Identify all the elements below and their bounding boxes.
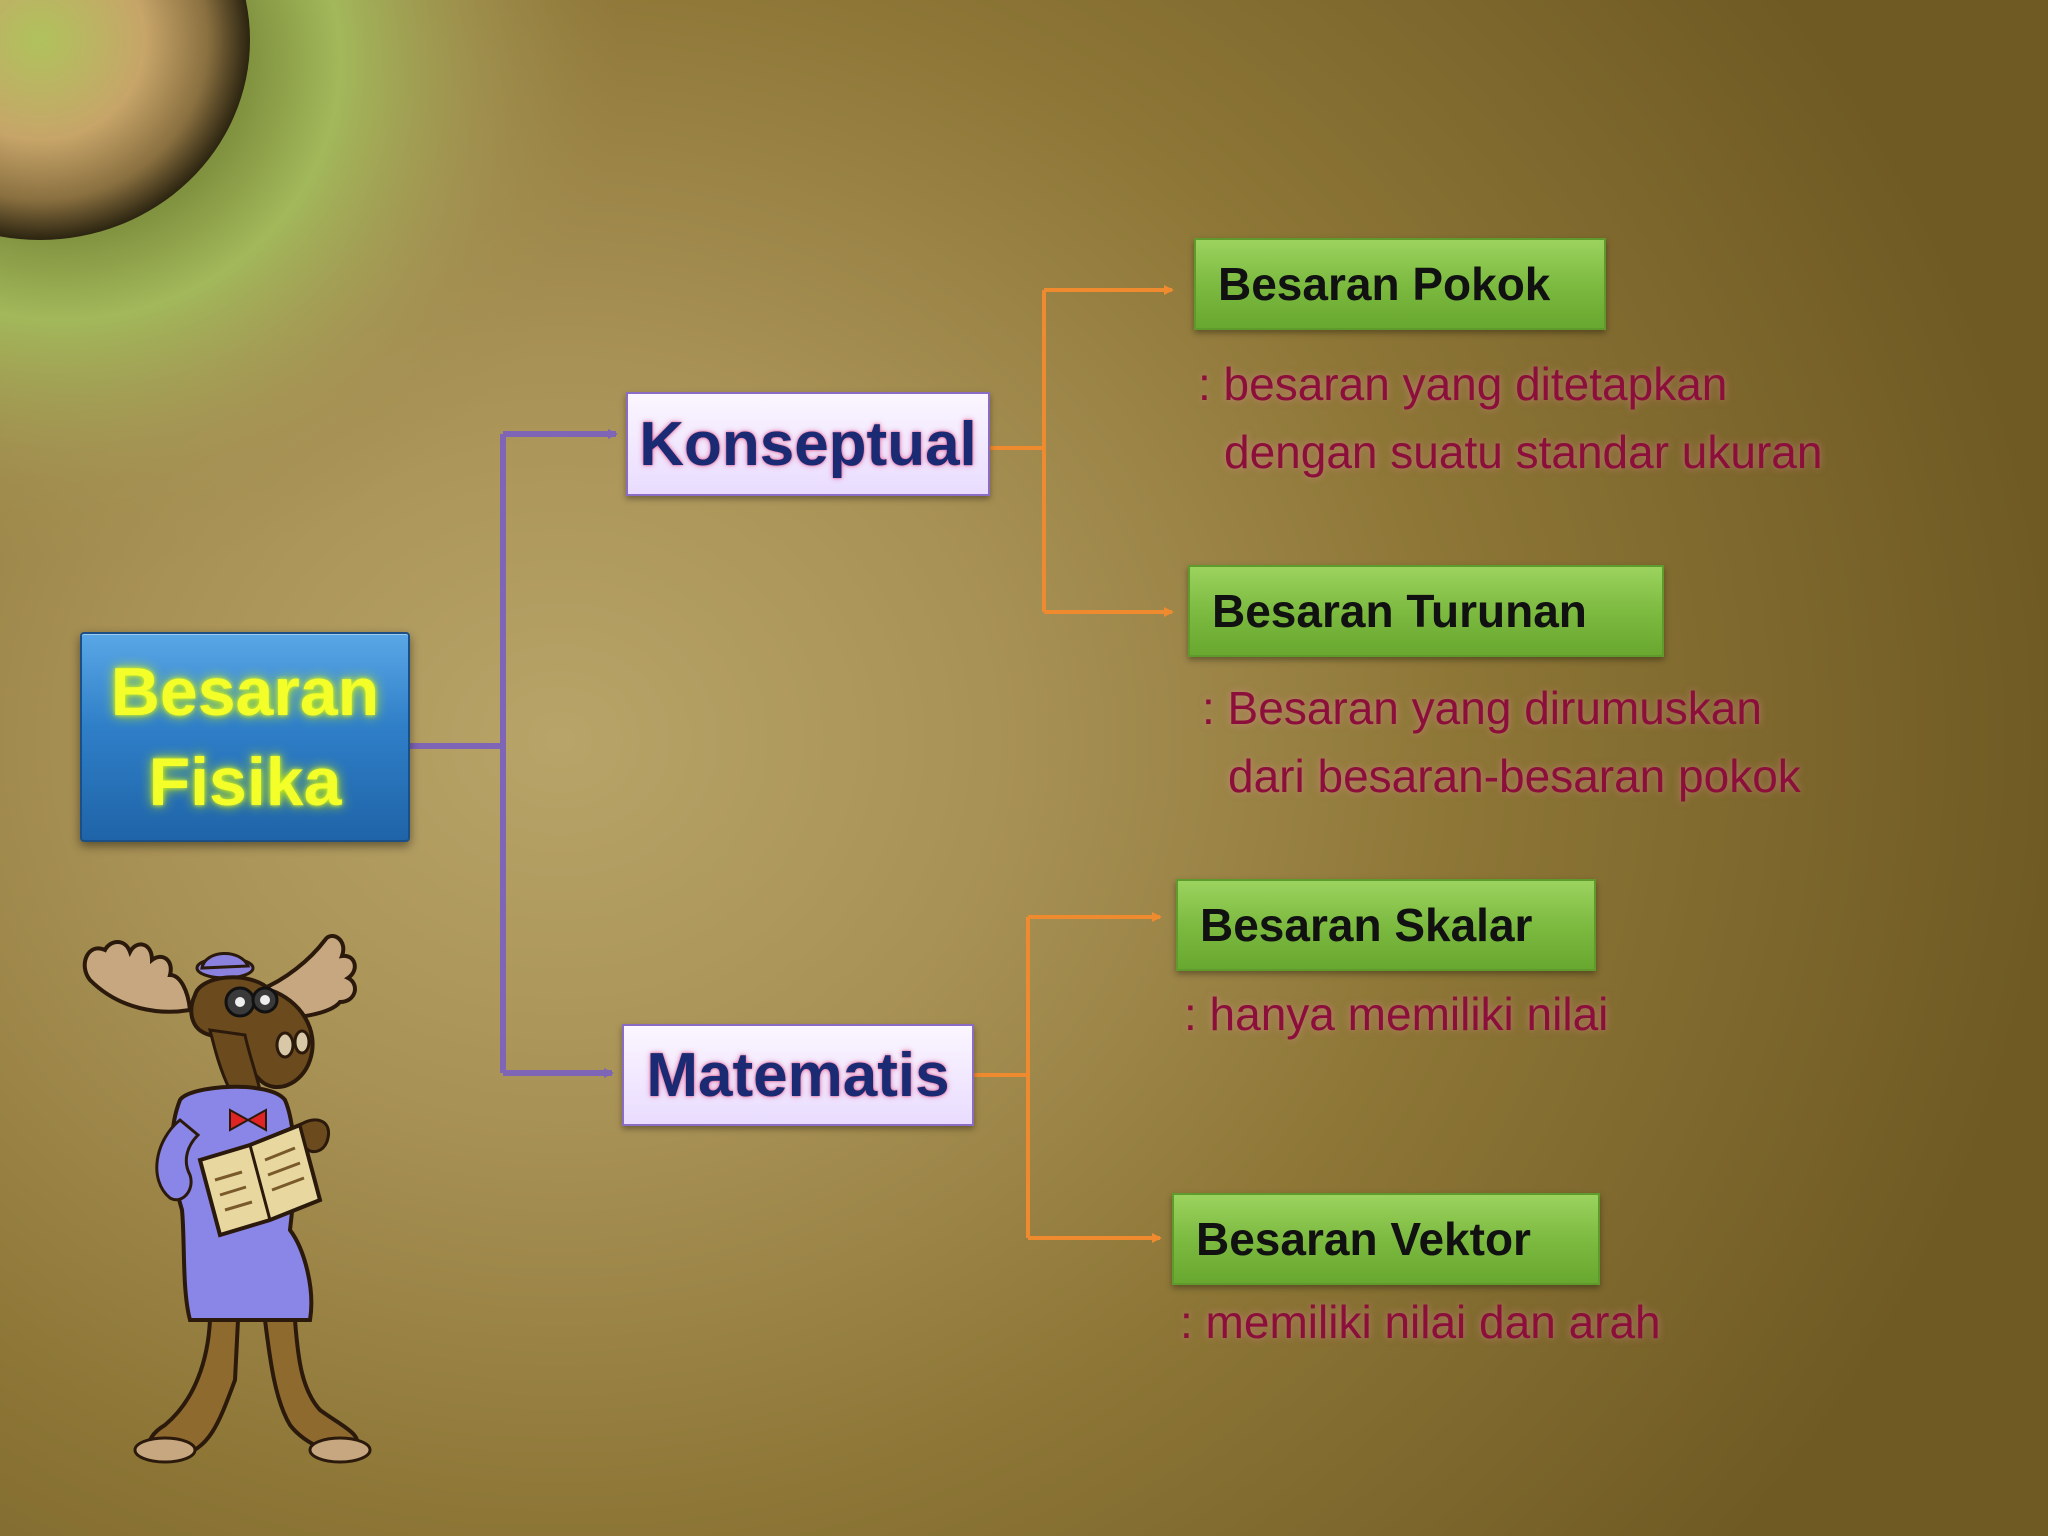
desc-besaran-pokok: : besaran yang ditetapkan dengan suatu s… bbox=[1198, 350, 1822, 486]
node-matematis-label: Matematis bbox=[646, 1040, 950, 1110]
node-besaran-pokok: Besaran Pokok bbox=[1194, 238, 1606, 330]
node-besaran-turunan: Besaran Turunan bbox=[1188, 565, 1664, 657]
matematis-connector bbox=[974, 912, 1162, 1243]
node-matematis: Matematis bbox=[622, 1024, 974, 1126]
node-konseptual: Konseptual bbox=[626, 392, 990, 496]
node-besaran-vektor-title: Besaran Vektor bbox=[1196, 1213, 1531, 1265]
node-besaran-vektor: Besaran Vektor bbox=[1172, 1193, 1600, 1285]
node-besaran-skalar-title: Besaran Skalar bbox=[1200, 899, 1533, 951]
root-title-line2: Fisika bbox=[148, 744, 342, 820]
root-node-besaran-fisika: Besaran Fisika bbox=[80, 632, 410, 842]
root-title-line1: Besaran bbox=[110, 654, 380, 730]
desc-besaran-skalar: : hanya memiliki nilai bbox=[1184, 980, 1608, 1048]
desc-besaran-pokok-line1: : besaran yang ditetapkan bbox=[1198, 358, 1728, 410]
desc-besaran-turunan-line2: dari besaran-besaran pokok bbox=[1228, 750, 1801, 802]
moose-scientist-reading-icon bbox=[82, 934, 372, 1464]
node-besaran-turunan-title: Besaran Turunan bbox=[1212, 585, 1587, 637]
desc-besaran-skalar-line1: : hanya memiliki nilai bbox=[1184, 988, 1609, 1040]
desc-besaran-vektor-line1: : memiliki nilai dan arah bbox=[1180, 1296, 1661, 1348]
desc-besaran-turunan-line1: : Besaran yang dirumuskan bbox=[1202, 682, 1762, 734]
desc-besaran-vektor: : memiliki nilai dan arah bbox=[1180, 1288, 1661, 1356]
desc-besaran-pokok-line2: dengan suatu standar ukuran bbox=[1224, 426, 1823, 478]
node-konseptual-label: Konseptual bbox=[639, 409, 977, 479]
root-connector bbox=[410, 429, 618, 1078]
konseptual-connector bbox=[990, 285, 1174, 617]
node-besaran-pokok-title: Besaran Pokok bbox=[1218, 258, 1551, 310]
desc-besaran-turunan: : Besaran yang dirumuskan dari besaran-b… bbox=[1202, 674, 1801, 810]
node-besaran-skalar: Besaran Skalar bbox=[1176, 879, 1596, 971]
